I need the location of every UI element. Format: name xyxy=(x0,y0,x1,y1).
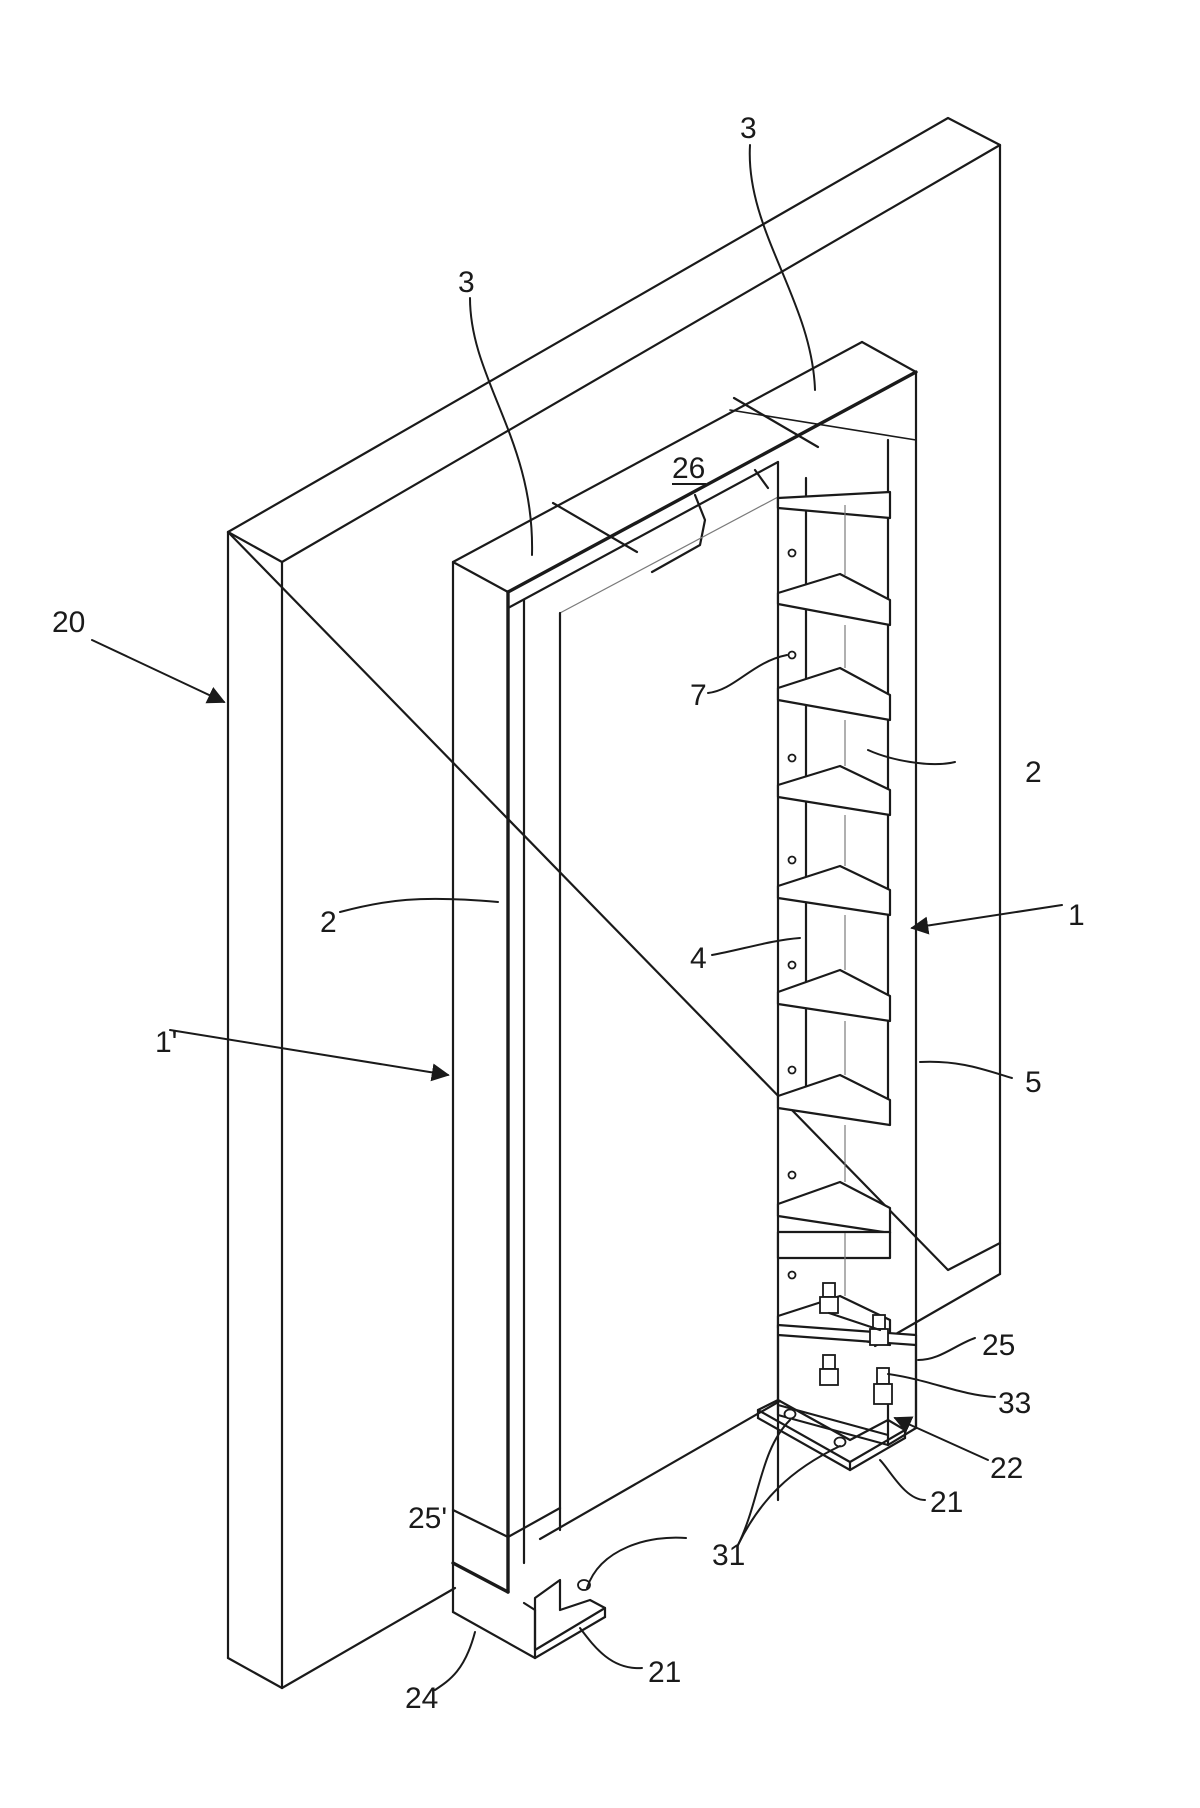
top-beam xyxy=(451,340,918,1530)
label-post-side: 5 xyxy=(1025,1066,1042,1099)
label-bracket: 22 xyxy=(990,1452,1023,1485)
label-foot-left: 24 xyxy=(405,1682,438,1715)
label-hole: 7 xyxy=(690,679,707,712)
label-screws-right: 31 xyxy=(712,1539,745,1572)
label-top-beam-right: 3 xyxy=(740,112,757,145)
reference-labels: 20 3 3 26 7 2 2 1 4 1' 5 25 33 22 21 31 … xyxy=(52,112,1085,1715)
bolt-icon xyxy=(819,1282,893,1405)
label-bolt: 33 xyxy=(998,1387,1031,1420)
label-top-center: 26 xyxy=(672,452,705,485)
wall-panel xyxy=(226,116,1002,1690)
label-base-left: 25' xyxy=(408,1502,447,1535)
label-base-right: 25 xyxy=(982,1329,1015,1362)
label-inner-face: 4 xyxy=(690,942,707,975)
label-plate-right: 21 xyxy=(930,1486,963,1519)
shelves xyxy=(776,490,892,1347)
left-post xyxy=(451,560,562,1660)
right-screw-icon xyxy=(783,1408,797,1420)
right-base-plate xyxy=(756,1398,907,1472)
mounting-holes xyxy=(787,548,797,1280)
label-plate-left: 21 xyxy=(648,1656,681,1689)
label-top-beam-left: 3 xyxy=(458,266,475,299)
leader-lines xyxy=(91,144,1063,1691)
label-post-left: 2 xyxy=(320,906,337,939)
label-wall: 20 xyxy=(52,606,85,639)
label-frame-left: 1' xyxy=(155,1026,177,1059)
label-frame-right: 1 xyxy=(1068,899,1085,932)
label-post-right: 2 xyxy=(1025,756,1042,789)
